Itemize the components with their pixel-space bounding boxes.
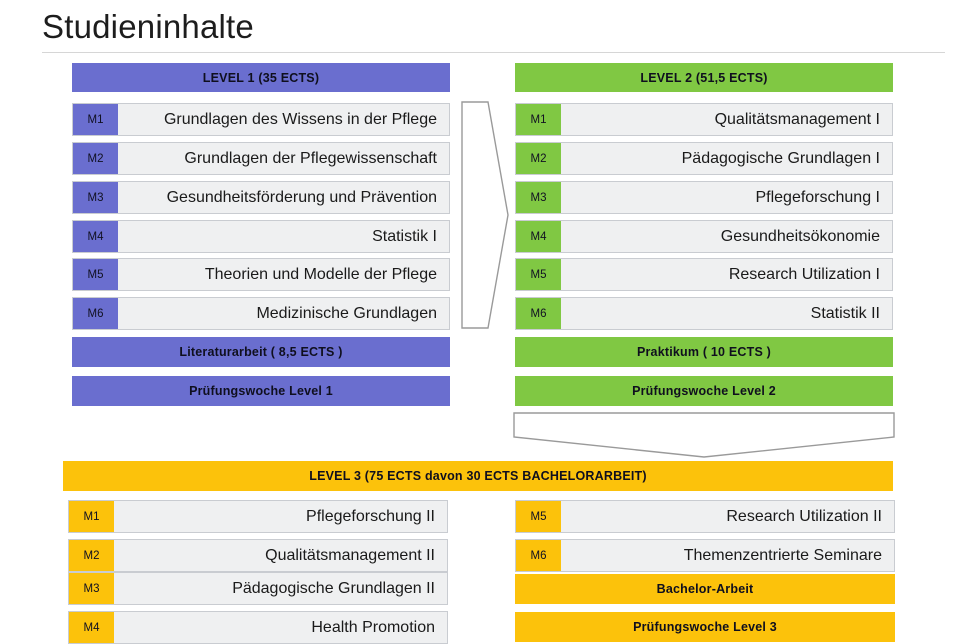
module-code-badge: M1 [516, 104, 561, 135]
level2-header: LEVEL 2 (51,5 ECTS) [515, 63, 893, 92]
level2-module-row-1[interactable]: M1 Qualitätsmanagement I [515, 103, 893, 136]
level1-footer-literaturarbeit: Literaturarbeit ( 8,5 ECTS ) [72, 337, 450, 367]
level2-module-row-3[interactable]: M3 Pflegeforschung I [515, 181, 893, 214]
title-divider [42, 52, 945, 53]
module-label: Pädagogische Grundlagen I [561, 143, 892, 174]
level1-module-row-5[interactable]: M5 Theorien und Modelle der Pflege [72, 258, 450, 291]
level1-module-row-4[interactable]: M4 Statistik I [72, 220, 450, 253]
level1-header: LEVEL 1 (35 ECTS) [72, 63, 450, 92]
level1-module-row-6[interactable]: M6 Medizinische Grundlagen [72, 297, 450, 330]
module-code-badge: M6 [73, 298, 118, 329]
module-label: Research Utilization II [561, 501, 894, 532]
level2-module-row-6[interactable]: M6 Statistik II [515, 297, 893, 330]
module-code-badge: M4 [73, 221, 118, 252]
module-label: Health Promotion [114, 612, 447, 643]
module-code-badge: M1 [73, 104, 118, 135]
right-chevron-arrow-icon [461, 101, 509, 329]
down-chevron-arrow-icon [513, 412, 895, 458]
module-code-badge: M5 [516, 259, 561, 290]
module-label: Pädagogische Grundlagen II [114, 573, 447, 604]
level2-module-row-4[interactable]: M4 Gesundheitsökonomie [515, 220, 893, 253]
level3-module-row-1[interactable]: M1 Pflegeforschung II [68, 500, 448, 533]
module-code-badge: M1 [69, 501, 114, 532]
level2-footer-pruefungswoche: Prüfungswoche Level 2 [515, 376, 893, 406]
module-label: Theorien und Modelle der Pflege [118, 259, 449, 290]
module-label: Gesundheitsförderung und Prävention [118, 182, 449, 213]
level3-header: LEVEL 3 (75 ECTS davon 30 ECTS BACHELORA… [63, 461, 893, 491]
module-label: Pflegeforschung II [114, 501, 447, 532]
level2-footer-praktikum: Praktikum ( 10 ECTS ) [515, 337, 893, 367]
module-label: Qualitätsmanagement II [114, 540, 447, 571]
level3-module-row-6[interactable]: M6 Themenzentrierte Seminare [515, 539, 895, 572]
module-code-badge: M2 [69, 540, 114, 571]
module-code-badge: M5 [73, 259, 118, 290]
level3-module-row-5[interactable]: M5 Research Utilization II [515, 500, 895, 533]
module-code-badge: M4 [69, 612, 114, 643]
level1-footer-pruefungswoche: Prüfungswoche Level 1 [72, 376, 450, 406]
module-code-badge: M4 [516, 221, 561, 252]
module-label: Grundlagen des Wissens in der Pflege [118, 104, 449, 135]
level3-module-row-3[interactable]: M3 Pädagogische Grundlagen II [68, 572, 448, 605]
module-code-badge: M2 [516, 143, 561, 174]
module-code-badge: M3 [69, 573, 114, 604]
level3-module-row-2[interactable]: M2 Qualitätsmanagement II [68, 539, 448, 572]
module-code-badge: M3 [73, 182, 118, 213]
page-title: Studieninhalte [42, 8, 254, 45]
level3-footer-pruefungswoche: Prüfungswoche Level 3 [515, 612, 895, 642]
module-label: Grundlagen der Pflegewissenschaft [118, 143, 449, 174]
level3-footer-bachelor-arbeit: Bachelor-Arbeit [515, 574, 895, 604]
module-code-badge: M2 [73, 143, 118, 174]
module-code-badge: M6 [516, 298, 561, 329]
module-label: Qualitätsmanagement I [561, 104, 892, 135]
module-label: Research Utilization I [561, 259, 892, 290]
level1-module-row-3[interactable]: M3 Gesundheitsförderung und Prävention [72, 181, 450, 214]
module-label: Themenzentrierte Seminare [561, 540, 894, 571]
module-label: Statistik I [118, 221, 449, 252]
module-label: Statistik II [561, 298, 892, 329]
module-code-badge: M5 [516, 501, 561, 532]
level1-module-row-1[interactable]: M1 Grundlagen des Wissens in der Pflege [72, 103, 450, 136]
module-code-badge: M6 [516, 540, 561, 571]
level2-module-row-2[interactable]: M2 Pädagogische Grundlagen I [515, 142, 893, 175]
level1-module-row-2[interactable]: M2 Grundlagen der Pflegewissenschaft [72, 142, 450, 175]
module-label: Medizinische Grundlagen [118, 298, 449, 329]
level3-module-row-4[interactable]: M4 Health Promotion [68, 611, 448, 644]
module-label: Gesundheitsökonomie [561, 221, 892, 252]
level2-module-row-5[interactable]: M5 Research Utilization I [515, 258, 893, 291]
module-code-badge: M3 [516, 182, 561, 213]
module-label: Pflegeforschung I [561, 182, 892, 213]
